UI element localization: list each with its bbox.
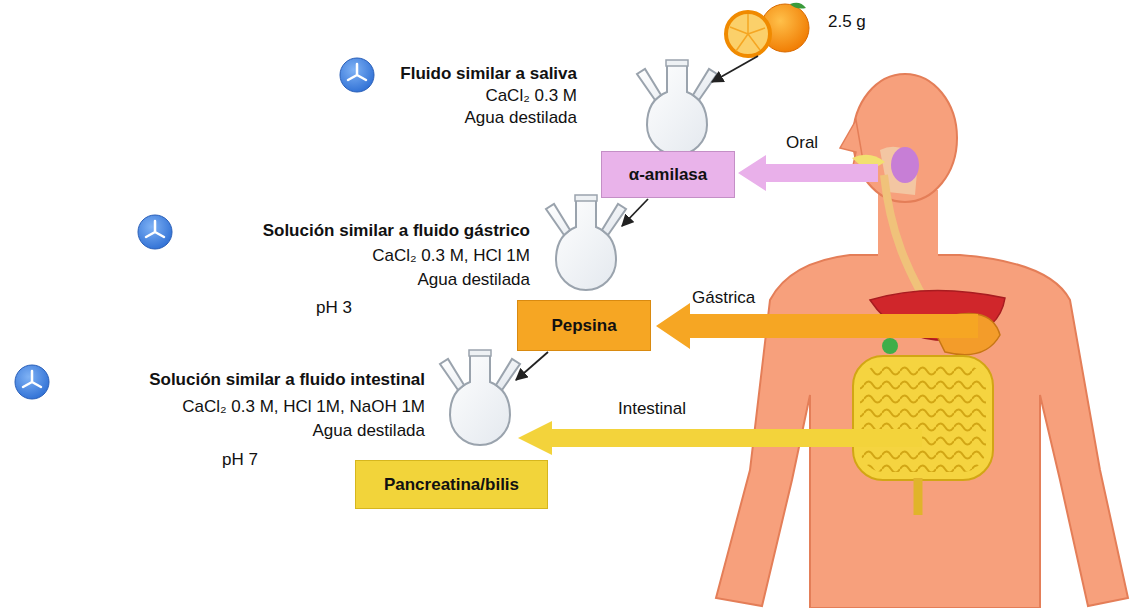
phase-label: Intestinal bbox=[618, 399, 686, 419]
flow-arrow bbox=[622, 199, 648, 226]
clock-icon bbox=[138, 215, 172, 249]
stage-title: Fluido similar a saliva bbox=[400, 64, 577, 84]
stage-title: Solución similar a fluido gástrico bbox=[263, 221, 530, 241]
enzyme-name: Pepsina bbox=[551, 316, 616, 336]
phase-label: Gástrica bbox=[692, 288, 755, 308]
gastric-arrow bbox=[656, 303, 978, 349]
human-body bbox=[716, 74, 1128, 608]
reagent-list: CaCl₂ 0.3 M bbox=[485, 86, 577, 106]
reagent-list: Agua destilada bbox=[418, 270, 530, 290]
oral-arrow bbox=[738, 155, 878, 191]
enzyme-box: Pepsina bbox=[517, 300, 651, 351]
enzyme-name: Pancreatina/bilis bbox=[384, 475, 519, 495]
clock-icon bbox=[15, 365, 49, 399]
ph-label: pH 3 bbox=[316, 298, 352, 318]
reagent-list: CaCl₂ 0.3 M, HCl 1M, NaOH 1M bbox=[182, 397, 425, 417]
intestinal-arrow bbox=[518, 421, 922, 455]
flow-arrow bbox=[712, 56, 758, 82]
reagent-list: Agua destilada bbox=[313, 421, 425, 441]
enzyme-box: α-amilasa bbox=[601, 151, 735, 198]
orange-fruit bbox=[726, 3, 809, 56]
enzyme-name: α-amilasa bbox=[629, 165, 708, 185]
flask bbox=[440, 350, 520, 445]
flask bbox=[546, 195, 626, 290]
stage-title: Solución similar a fluido intestinal bbox=[149, 370, 425, 390]
enzyme-box: Pancreatina/bilis bbox=[355, 460, 548, 509]
ph-label: pH 7 bbox=[222, 450, 258, 470]
flow-arrow bbox=[516, 352, 548, 380]
phase-label: Oral bbox=[786, 133, 818, 153]
clock-icon bbox=[340, 58, 374, 92]
reagent-list: CaCl₂ 0.3 M, HCl 1M bbox=[372, 246, 530, 266]
flask bbox=[637, 60, 717, 155]
reagent-list: Agua destilada bbox=[465, 108, 577, 128]
weight-label: 2.5 g bbox=[828, 12, 866, 32]
